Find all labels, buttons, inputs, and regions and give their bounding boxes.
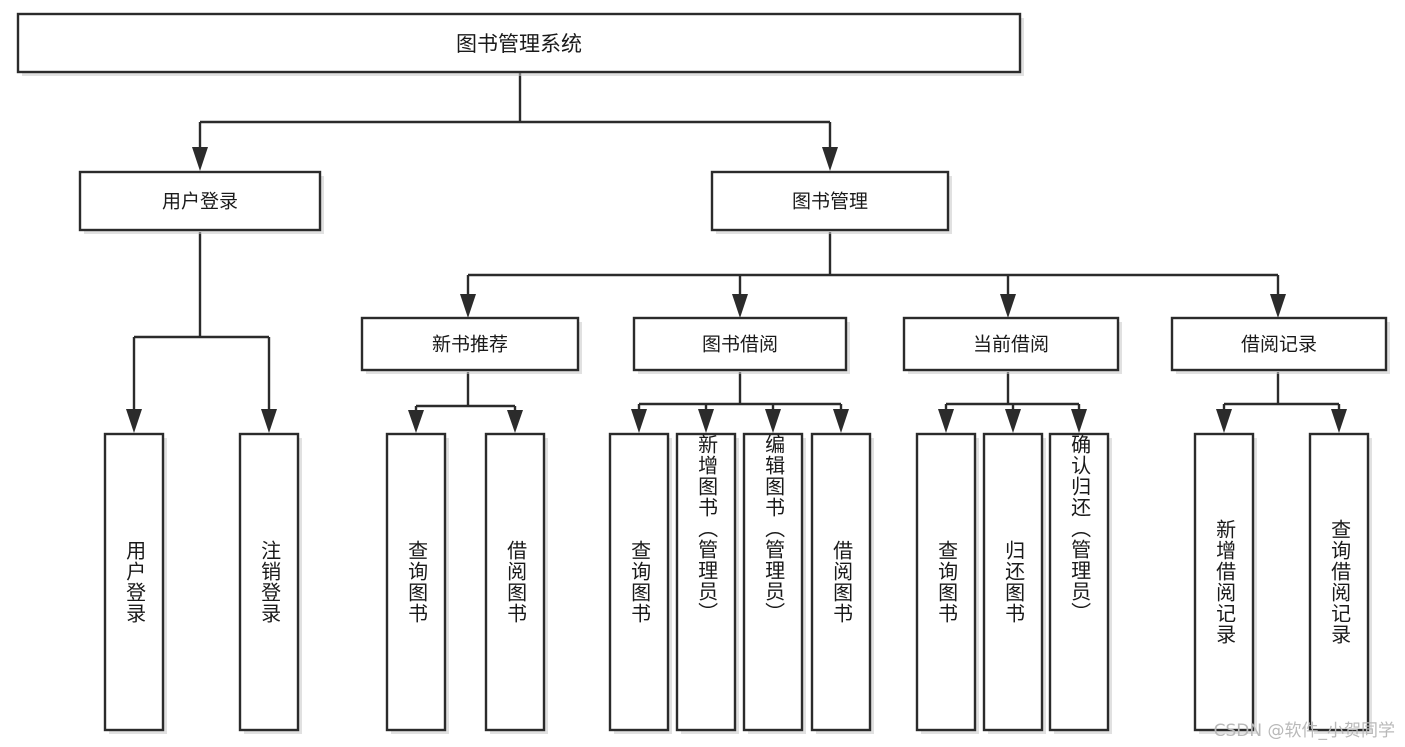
arrow-to-borrow-record bbox=[1270, 294, 1286, 318]
node-root-box[interactable] bbox=[16, 12, 1022, 74]
arrow-borrowrecord-leaf-2 bbox=[1331, 409, 1347, 433]
leaf-box-bookborrow-query[interactable] bbox=[608, 432, 670, 732]
node-book-management-box[interactable] bbox=[710, 170, 950, 232]
leaf-box-newbook-borrow[interactable] bbox=[484, 432, 546, 732]
leaf-box-bookborrow-edit[interactable] bbox=[742, 432, 804, 732]
arrow-currentborrow-leaf-3 bbox=[1071, 409, 1087, 433]
leaf-layer bbox=[103, 432, 1372, 734]
node-current-borrow[interactable]: 当前借阅 bbox=[902, 316, 1122, 374]
node-borrow-record[interactable]: 借阅记录 bbox=[1170, 316, 1390, 374]
node-new-book-recommend[interactable]: 新书推荐 bbox=[360, 316, 582, 374]
arrow-root-to-bookmgmt bbox=[822, 147, 838, 171]
arrow-bookborrow-leaf-2 bbox=[698, 409, 714, 433]
leaf-box-logout[interactable] bbox=[238, 432, 300, 732]
node-current-borrow-label: 当前借阅 bbox=[973, 334, 1049, 356]
leaf-box-currentborrow-query[interactable] bbox=[915, 432, 977, 732]
leaf-box-record-query[interactable] bbox=[1308, 432, 1370, 732]
node-user-login-label: 用户登录 bbox=[162, 191, 238, 213]
arrow-to-current-borrow bbox=[1000, 294, 1016, 318]
arrow-root-to-login bbox=[192, 147, 208, 171]
arrow-newbook-leaf-1 bbox=[408, 410, 424, 433]
node-current-borrow-box[interactable] bbox=[902, 316, 1120, 372]
node-book-borrow-label: 图书借阅 bbox=[702, 334, 778, 356]
leaf-box-currentborrow-confirm[interactable] bbox=[1048, 432, 1110, 732]
arrow-login-leaf-1 bbox=[126, 409, 142, 433]
leaf-box-user-login[interactable] bbox=[103, 432, 165, 732]
node-root-label: 图书管理系统 bbox=[456, 32, 582, 56]
arrow-bookborrow-leaf-1 bbox=[631, 409, 647, 433]
leaf-box-record-add[interactable] bbox=[1193, 432, 1255, 732]
leaf-box-currentborrow-return[interactable] bbox=[982, 432, 1044, 732]
node-user-login[interactable]: 用户登录 bbox=[78, 170, 324, 234]
node-book-borrow[interactable]: 图书借阅 bbox=[632, 316, 850, 374]
arrow-to-new-book bbox=[460, 294, 476, 318]
arrow-currentborrow-leaf-1 bbox=[938, 409, 954, 433]
leaf-box-bookborrow-borrow[interactable] bbox=[810, 432, 872, 732]
leaf-box-newbook-query[interactable] bbox=[385, 432, 447, 732]
connector-layer bbox=[126, 72, 1347, 433]
node-borrow-record-box[interactable] bbox=[1170, 316, 1388, 372]
arrow-newbook-leaf-2 bbox=[507, 410, 523, 433]
node-new-book-recommend-label: 新书推荐 bbox=[432, 334, 508, 356]
arrow-bookborrow-leaf-3 bbox=[765, 409, 781, 433]
node-book-management-label: 图书管理 bbox=[792, 191, 868, 213]
arrow-borrowrecord-leaf-1 bbox=[1216, 409, 1232, 433]
arrow-to-book-borrow bbox=[732, 294, 748, 318]
leaf-box-bookborrow-add[interactable] bbox=[675, 432, 737, 732]
node-book-management[interactable]: 图书管理 bbox=[710, 170, 952, 234]
arrow-currentborrow-leaf-2 bbox=[1005, 409, 1021, 433]
node-user-login-box[interactable] bbox=[78, 170, 322, 232]
node-borrow-record-label: 借阅记录 bbox=[1241, 334, 1317, 356]
arrow-login-leaf-2 bbox=[261, 409, 277, 433]
node-root[interactable]: 图书管理系统 bbox=[16, 12, 1024, 76]
node-new-book-recommend-box[interactable] bbox=[360, 316, 580, 372]
node-book-borrow-box[interactable] bbox=[632, 316, 848, 372]
arrow-bookborrow-leaf-4 bbox=[833, 409, 849, 433]
